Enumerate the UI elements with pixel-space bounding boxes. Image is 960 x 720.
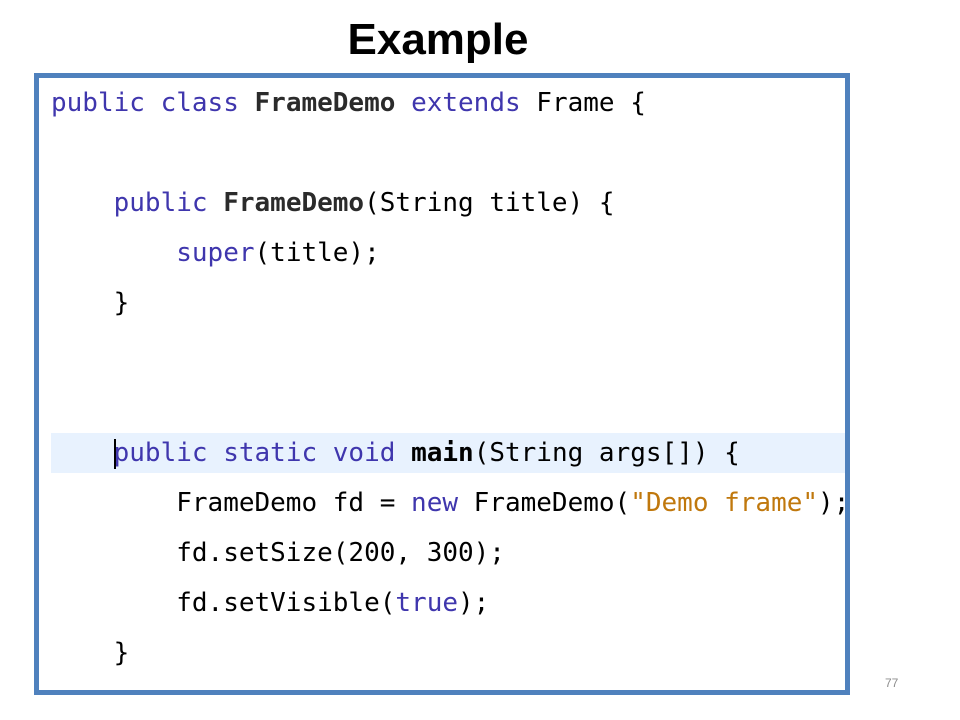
code-token: main <box>411 438 474 468</box>
code-token: "Demo frame" <box>630 488 819 518</box>
code-line[interactable] <box>51 333 845 373</box>
code-token <box>395 88 411 118</box>
code-token: ); <box>818 488 850 518</box>
code-token: public <box>51 88 145 118</box>
code-token: (String args[]) { <box>473 438 740 468</box>
code-line[interactable]: FrameDemo fd = new FrameDemo("Demo frame… <box>51 483 845 523</box>
code-indent <box>51 588 176 618</box>
code-token: } <box>113 288 130 318</box>
code-line[interactable]: public FrameDemo(String title) { <box>51 183 845 223</box>
code-token <box>239 88 255 118</box>
code-line[interactable]: } <box>51 283 845 323</box>
code-token: FrameDemo <box>254 88 396 118</box>
code-token: ); <box>458 588 490 618</box>
code-token: } <box>51 688 67 690</box>
code-line[interactable]: } <box>51 683 845 690</box>
code-token: true <box>395 588 459 618</box>
code-indent <box>51 438 114 468</box>
code-line[interactable]: super(title); <box>51 233 845 273</box>
code-token <box>208 438 224 468</box>
slide-title: Example <box>347 15 529 64</box>
code-token: public <box>113 188 208 218</box>
code-token <box>145 88 161 118</box>
code-token: (String title) { <box>364 188 615 218</box>
code-token: fd.setSize(200, 300); <box>176 538 505 568</box>
code-line[interactable]: fd.setSize(200, 300); <box>51 533 845 573</box>
code-line[interactable]: public class FrameDemo extends Frame { <box>51 83 845 123</box>
code-line[interactable]: fd.setVisible(true); <box>51 583 845 623</box>
code-token: void <box>332 438 396 468</box>
code-token: super <box>176 238 255 268</box>
code-token <box>317 438 333 468</box>
code-editor[interactable]: public class FrameDemo extends Frame { p… <box>34 73 850 695</box>
code-indent <box>51 538 176 568</box>
code-token: } <box>113 638 130 668</box>
code-line[interactable]: public static void main(String args[]) { <box>51 433 845 473</box>
code-indent <box>51 288 114 318</box>
code-token <box>208 188 224 218</box>
code-token <box>395 438 411 468</box>
code-token: new <box>411 488 459 518</box>
code-token: public <box>113 438 208 468</box>
code-token: FrameDemo <box>223 188 365 218</box>
code-line[interactable]: } <box>51 633 845 673</box>
code-token: FrameDemo fd = <box>176 488 412 518</box>
code-token: class <box>160 88 239 118</box>
page-number: 77 <box>885 676 899 690</box>
code-indent <box>51 488 176 518</box>
code-indent <box>51 638 114 668</box>
code-token: static <box>223 438 318 468</box>
text-caret <box>113 438 116 469</box>
code-token: Frame { <box>520 88 646 118</box>
code-indent <box>51 188 114 218</box>
code-token: extends <box>411 88 521 118</box>
code-token: FrameDemo( <box>458 488 631 518</box>
code-indent <box>51 238 176 268</box>
code-token: (title); <box>254 238 380 268</box>
code-line[interactable] <box>51 383 845 423</box>
code-line[interactable] <box>51 133 845 173</box>
code-token: fd.setVisible( <box>176 588 396 618</box>
